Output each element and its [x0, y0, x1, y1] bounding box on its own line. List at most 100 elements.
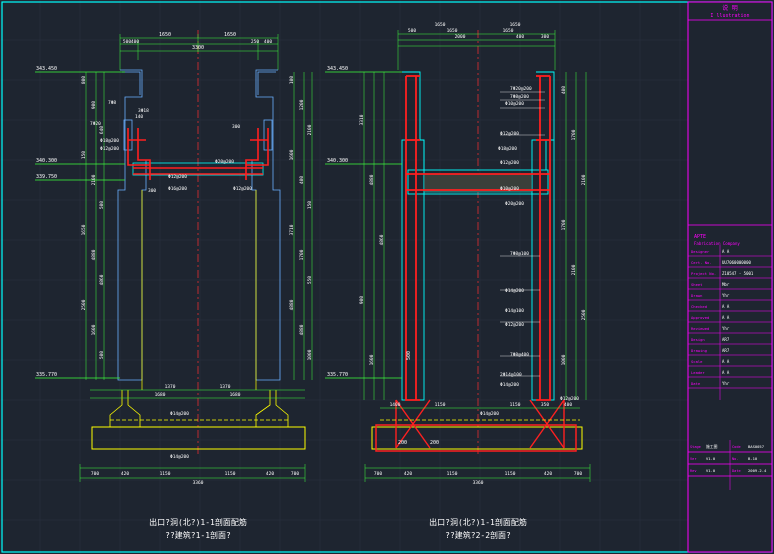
right-rebar-label: Φ10@200	[505, 101, 524, 107]
title-block-footer-value: B-10	[748, 456, 758, 461]
right-section-title: 出口?洞(北?)1-1剖面配筋	[429, 517, 527, 527]
right-section-subtitle: ??建筑?2-2剖面?	[445, 530, 511, 540]
left-dim-top-1: 400	[264, 39, 272, 45]
left-bottom-dim-1: 1370	[220, 384, 231, 390]
right-rebar-label: Φ12@200	[500, 160, 519, 166]
left-bottom-dim-1: 1370	[165, 384, 176, 390]
left-right-vertical-dim: 150	[307, 201, 313, 209]
left-vertical-dim: 900	[91, 101, 97, 109]
left-rebar-label: Φ12@200	[100, 146, 119, 152]
left-dim-top-2: 1650	[224, 32, 236, 38]
left-vertical-dim: 640	[99, 126, 105, 134]
title-block-row-label: Date	[691, 381, 701, 386]
left-rebar-label: Φ20@200	[215, 159, 234, 165]
title-block-row-label: Design	[691, 337, 705, 342]
right-dim-top-3: 1650	[510, 22, 521, 28]
left-rebar-label: Φ16@200	[168, 186, 187, 192]
left-inner-label: 300	[148, 188, 156, 194]
title-block-row-label: Reviewed	[691, 326, 709, 331]
right-rebar-label: 7Φ8@400	[510, 352, 529, 358]
right-right-vertical-dim: 1700	[571, 129, 577, 140]
left-vertical-dim: 500	[99, 351, 105, 359]
left-vertical-dim: 1650	[81, 224, 87, 235]
right-dim-top-2: 2000	[455, 34, 466, 40]
left-bottom-dim-3: 420	[266, 471, 274, 477]
right-rebar-label: 7Φ8@100	[510, 251, 529, 257]
title-block-row-value: AR7	[722, 337, 730, 342]
right-right-vertical-dim: 1000	[561, 354, 567, 365]
left-dim-top-1: 500	[123, 39, 131, 45]
title-block-footer-label: Rev	[690, 469, 697, 473]
right-inner-label: 200	[398, 440, 407, 446]
left-right-vertical-dim: 1600	[289, 149, 295, 160]
right-vertical-dim: 1600	[369, 354, 375, 365]
right-bottom-dim-2: 700	[374, 471, 382, 477]
left-right-vertical-dim: 1200	[299, 99, 305, 110]
left-vertical-dim: 150	[81, 151, 87, 159]
left-elevation-label: 340.300	[36, 158, 57, 164]
left-dim-top-1: 250	[251, 39, 259, 45]
left-elevation-label: 335.770	[36, 372, 57, 378]
right-rebar-label: Φ14@200	[480, 411, 499, 417]
right-dim-top-2: 400	[516, 34, 524, 40]
title-block-row-value: Z10547 - 5001	[722, 271, 754, 276]
right-right-vertical-dim: 2100	[581, 174, 587, 185]
left-inner-label: 300	[232, 124, 240, 130]
left-slab	[132, 162, 264, 176]
left-bottom-dim-3: 700	[291, 471, 299, 477]
title-block-row-label: Designer	[691, 249, 710, 254]
right-vertical-dim: 4860	[379, 234, 385, 245]
title-block-footer-label: Date	[732, 469, 741, 473]
title-block-company: APTE	[694, 234, 706, 240]
right-rebar-label: Φ12@200	[560, 396, 579, 402]
left-bottom-dim-3: 1150	[225, 471, 236, 477]
right-right-vertical-dim: 400	[561, 86, 567, 94]
title-block-row-value: А А	[722, 249, 730, 254]
left-right-vertical-dim: 4880	[289, 299, 295, 310]
right-bottom-dim-2: 1150	[447, 471, 458, 477]
title-block-row-label: Approved	[691, 315, 709, 320]
left-rebar-label: 7Φ8	[108, 100, 116, 106]
right-dim-top-1: 500	[408, 28, 416, 34]
title-block-footer-value: V1.0	[706, 468, 716, 473]
title-block-footer-value: 施工图	[706, 444, 718, 449]
right-vertical-dim: 900	[359, 296, 365, 304]
title-block-row-label: Scale	[691, 359, 703, 364]
left-rebar-label: Φ18@200	[100, 138, 119, 144]
left-inner-label: 3Φ18	[138, 108, 149, 114]
left-rebar-label: Φ14@200	[170, 411, 189, 417]
title-block-row-value: Mbr	[722, 282, 730, 287]
title-block-row-value: А А	[722, 315, 730, 320]
right-dim-top-3: 1650	[435, 22, 446, 28]
left-rebar	[127, 128, 269, 180]
right-bottom-dim-2: 700	[574, 471, 582, 477]
left-vertical-dim: 2100	[91, 174, 97, 185]
left-right-vertical-dim: 1000	[307, 349, 313, 360]
left-right-vertical-dim: 3710	[289, 224, 295, 235]
right-dim-top-2: 300	[541, 34, 549, 40]
right-bottom-dim-1: 1400	[390, 402, 401, 408]
title-block-footer-value: V1.0	[706, 456, 716, 461]
left-rebar-label: Φ14@200	[170, 454, 189, 460]
right-rebar-label: Φ14@100	[505, 308, 524, 314]
left-vertical-dim: 4880	[91, 249, 97, 260]
title-block-row-label: Sheet	[691, 282, 702, 287]
right-bottom-dim-2: 420	[404, 471, 412, 477]
right-rebar-label: 7Φ20@200	[510, 86, 532, 92]
left-vertical-dim: 500	[99, 201, 105, 209]
left-section-subtitle: ??建筑?1-1剖面?	[165, 530, 231, 540]
left-dim-top-3: 3300	[192, 45, 204, 51]
right-dim-top-1: 1650	[447, 28, 458, 34]
title-block-footer-label: Ver	[690, 457, 697, 461]
right-dim-top-1: 1650	[503, 28, 514, 34]
title-block-footer-value: BAS0057	[748, 444, 764, 449]
left-bottom-dim-3: 420	[121, 471, 129, 477]
title-block-row-label: Checked	[691, 304, 707, 309]
right-rebar-label: Φ14@200	[500, 382, 519, 388]
left-right-vertical-dim: 100	[289, 76, 295, 84]
right-bottom-dim-2: 1150	[505, 471, 516, 477]
right-bottom-dim-1: 400	[564, 402, 572, 408]
right-bottom-total: 3360	[473, 480, 484, 486]
right-rebar-label: 7Φ8@200	[510, 94, 529, 100]
